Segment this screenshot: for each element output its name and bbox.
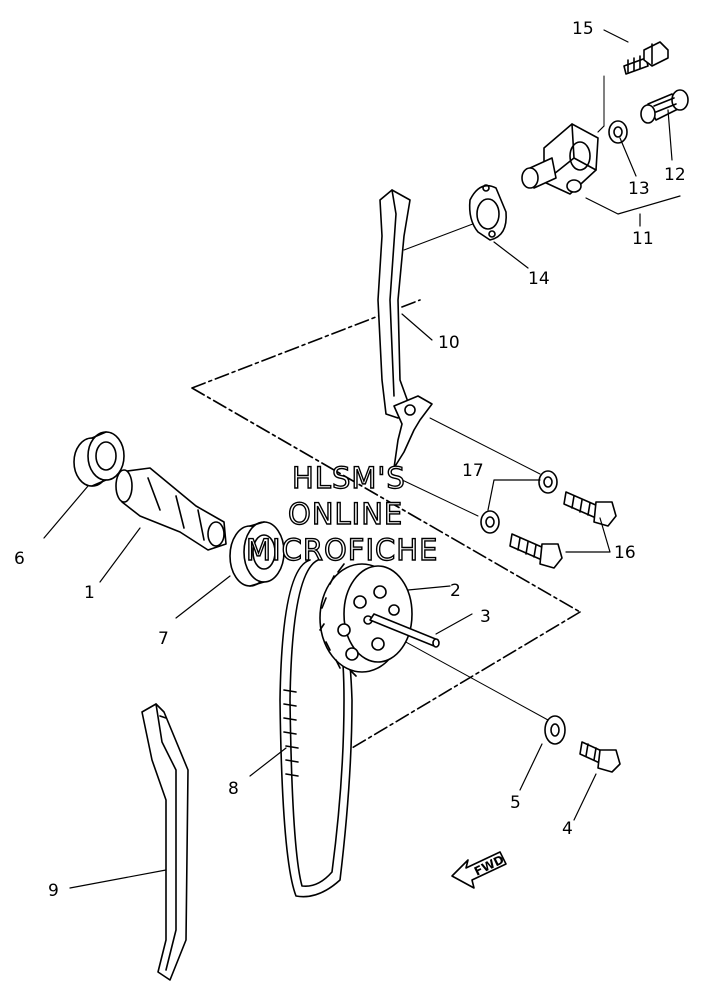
- label-6: 6: [14, 549, 25, 569]
- label-8: 8: [228, 779, 239, 799]
- watermark-line-1: HLSM'S: [292, 461, 406, 495]
- label-13: 13: [628, 179, 650, 199]
- camshaft-1: [115, 467, 227, 551]
- cam-sprocket-2: [319, 563, 413, 677]
- label-10: 10: [438, 333, 460, 353]
- washer-17: [480, 470, 558, 534]
- label-7: 7: [158, 629, 169, 649]
- watermark-line-2: ONLINE: [288, 497, 403, 531]
- washer-5: [544, 715, 566, 745]
- washer-13: [608, 120, 628, 144]
- bolt-16: [509, 491, 617, 569]
- label-14: 14: [528, 269, 550, 289]
- tensioner-assembly-11: [521, 123, 599, 195]
- label-17: 17: [462, 461, 484, 481]
- watermark-line-3: MICROFICHE: [246, 533, 438, 567]
- chain-guide-10: [377, 189, 433, 469]
- leader-lines: [43, 29, 681, 889]
- axis-line-bolt17: [429, 417, 541, 475]
- label-1: 1: [84, 583, 95, 603]
- bearing-6: [73, 431, 125, 487]
- label-4: 4: [562, 819, 573, 839]
- label-15: 15: [572, 19, 594, 39]
- bolt-4: [579, 741, 621, 773]
- chain-guide-9: [141, 703, 189, 981]
- bolt-15: [623, 41, 669, 75]
- bearing-7: [229, 521, 285, 587]
- fwd-arrow-icon: [451, 851, 507, 889]
- label-3: 3: [480, 607, 491, 627]
- label-11: 11: [632, 229, 654, 249]
- plug-12: [640, 89, 689, 124]
- label-16: 16: [614, 543, 636, 563]
- label-12: 12: [664, 165, 686, 185]
- label-9: 9: [48, 881, 59, 901]
- label-5: 5: [510, 793, 521, 813]
- label-2: 2: [450, 581, 461, 601]
- watermark: HLSM'S ONLINE MICROFICHE: [245, 460, 438, 567]
- axis-line-bolt16: [397, 477, 479, 517]
- dowel-pin-3: [369, 613, 440, 648]
- axis-line-tensioner: [403, 221, 479, 251]
- gasket-14: [468, 184, 507, 241]
